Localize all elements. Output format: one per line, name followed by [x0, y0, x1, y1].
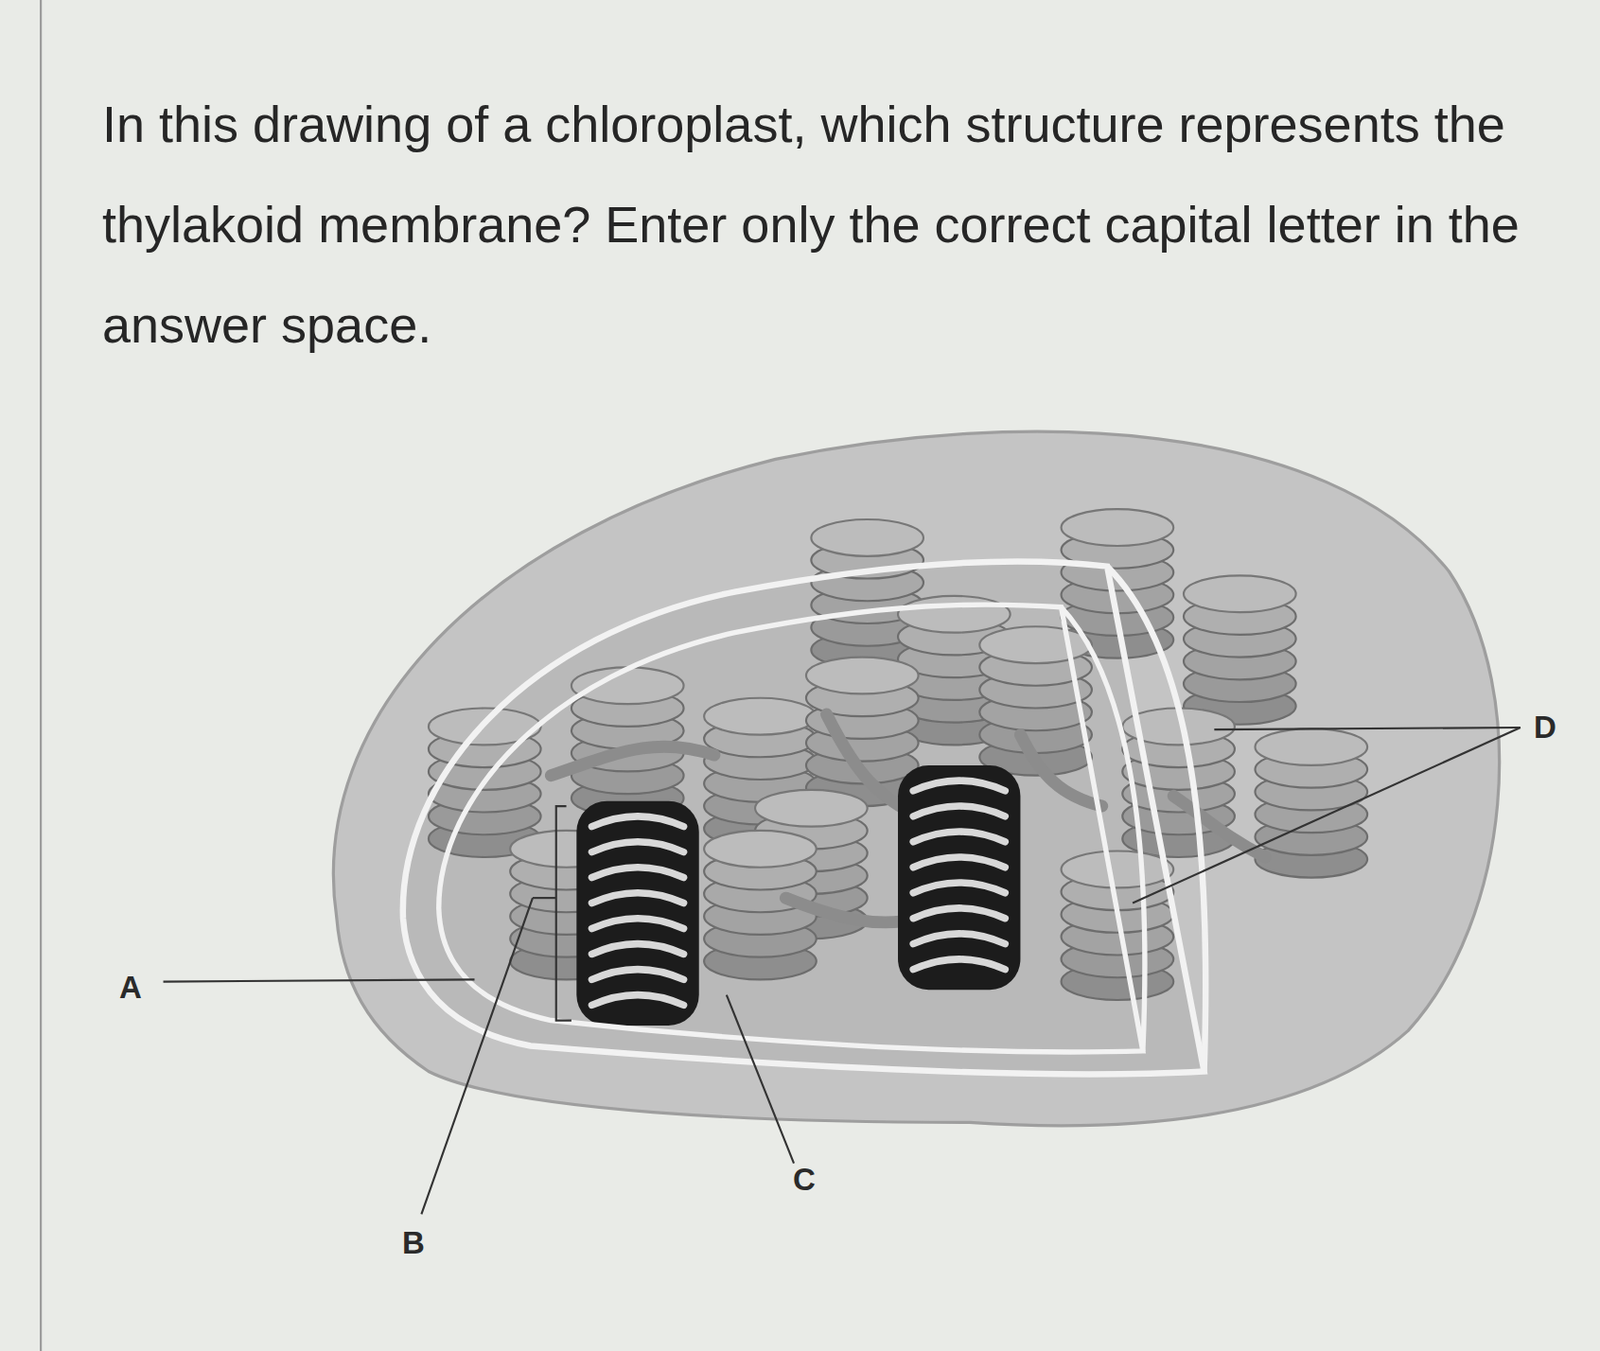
- callout-letter: D: [1533, 709, 1557, 746]
- callout-letter: B: [402, 1225, 425, 1262]
- question-title: In this drawing of a chloroplast, which …: [102, 73, 1579, 375]
- callout-letter: A: [119, 969, 142, 1006]
- callout-letter: C: [792, 1161, 816, 1198]
